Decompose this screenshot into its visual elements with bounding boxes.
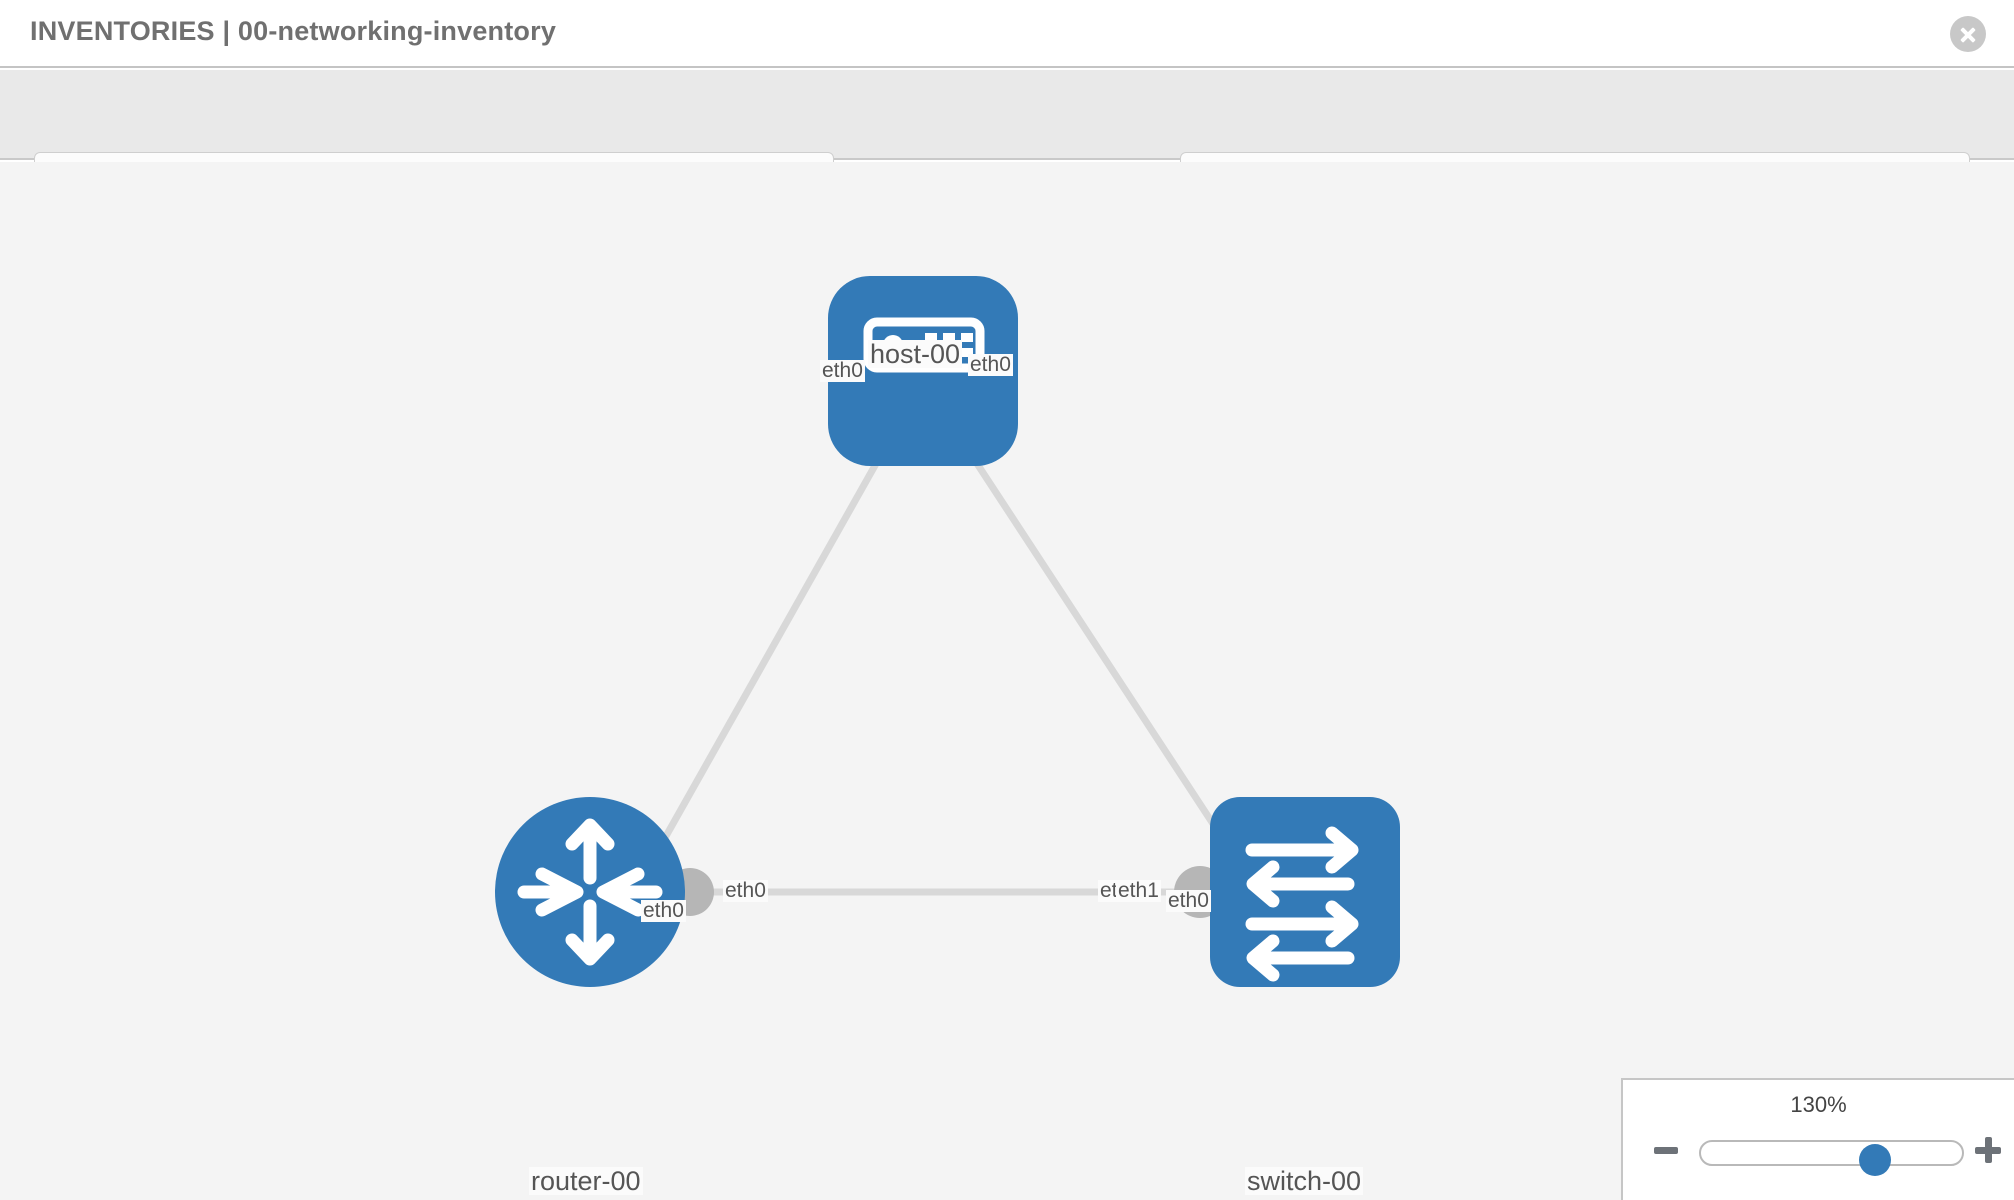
iface-label-router-right: eth0 — [723, 879, 768, 903]
iface-label-host-right: eth0 — [968, 353, 1013, 377]
connector-nubs — [666, 408, 1265, 918]
node-label-switch: switch-00 — [1245, 1166, 1364, 1196]
close-icon[interactable] — [1950, 16, 1986, 52]
edge-host-switch — [952, 428, 1241, 864]
router-arrows-icon — [517, 818, 663, 966]
toolbar: ACTIONS SEARCH — [0, 70, 2014, 206]
plus-icon[interactable] — [1975, 1137, 2001, 1163]
node-label-router: router-00 — [529, 1166, 643, 1196]
iface-label-router-up: eth0 — [641, 899, 686, 923]
iface-label-switch-left: eth1 — [1116, 879, 1161, 903]
zoom-control-panel: 130% — [1621, 1078, 2014, 1200]
page-title: INVENTORIES | 00-networking-inventory — [30, 16, 557, 46]
zoom-level-value: 130% — [1790, 1092, 1847, 1117]
topology-graph — [495, 276, 1400, 987]
edge-host-router — [644, 428, 899, 870]
switch-arrows-icon — [1245, 826, 1359, 982]
page-header: INVENTORIES | 00-networking-inventory — [0, 0, 2014, 68]
node-router-00[interactable] — [495, 797, 685, 987]
node-label-host: host-00 — [868, 339, 963, 369]
zoom-slider-thumb[interactable] — [1859, 1144, 1891, 1176]
zoom-slider-track[interactable] — [1699, 1140, 1964, 1176]
topology-canvas[interactable]: host-00 router-00 switch-00 eth0 eth0 et… — [0, 162, 2014, 1200]
iface-label-host-left: eth0 — [820, 359, 865, 383]
minus-icon[interactable] — [1654, 1147, 1678, 1154]
zoom-slider-row — [1623, 1132, 2014, 1176]
iface-label-switch-up: eth0 — [1166, 889, 1211, 913]
node-switch-00[interactable] — [1210, 797, 1400, 987]
